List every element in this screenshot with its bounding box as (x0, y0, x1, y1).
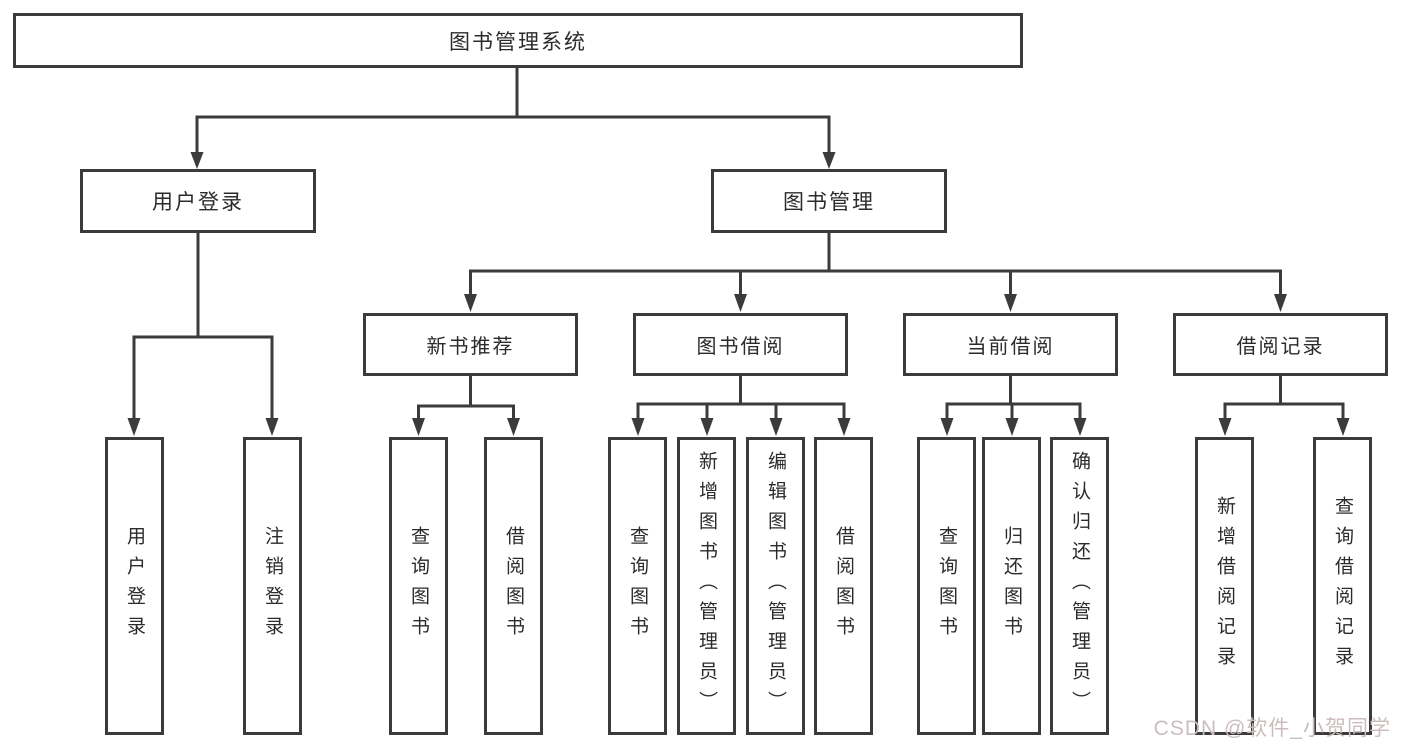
node-library-system: 图书管理系统 (13, 13, 1023, 68)
leaf-query-books-borrow: 查询图书 (608, 437, 667, 735)
leaf-add-borrow-record: 新增借阅记录 (1195, 437, 1254, 735)
leaf-logout: 注销登录 (243, 437, 302, 735)
leaf-query-borrow-record: 查询借阅记录 (1313, 437, 1372, 735)
node-user-login: 用户登录 (80, 169, 316, 233)
leaf-user-login: 用户登录 (105, 437, 164, 735)
leaf-confirm-return-admin: 确认归还（管理员） (1050, 437, 1109, 735)
node-current-borrow: 当前借阅 (903, 313, 1118, 376)
leaf-label: 编辑图书（管理员） (765, 451, 786, 721)
leaf-label: 查询图书 (408, 526, 429, 646)
leaf-label: 新增图书（管理员） (696, 451, 717, 721)
leaf-label: 注销登录 (262, 526, 283, 646)
leaf-add-book-admin: 新增图书（管理员） (677, 437, 736, 735)
leaf-edit-book-admin: 编辑图书（管理员） (746, 437, 805, 735)
leaf-query-books-current: 查询图书 (917, 437, 976, 735)
leaf-label: 归还图书 (1001, 526, 1022, 646)
leaf-label: 用户登录 (124, 526, 145, 646)
leaf-label: 查询图书 (627, 526, 648, 646)
leaf-label: 查询借阅记录 (1332, 496, 1353, 676)
leaf-label: 借阅图书 (833, 526, 854, 646)
leaf-query-books-recommend: 查询图书 (389, 437, 448, 735)
leaf-return-book: 归还图书 (982, 437, 1041, 735)
leaf-borrow-books-recommend: 借阅图书 (484, 437, 543, 735)
node-book-borrow: 图书借阅 (633, 313, 848, 376)
leaf-label: 确认归还（管理员） (1069, 451, 1090, 721)
leaf-label: 新增借阅记录 (1214, 496, 1235, 676)
node-borrow-records: 借阅记录 (1173, 313, 1388, 376)
node-book-management: 图书管理 (711, 169, 947, 233)
leaf-borrow-books: 借阅图书 (814, 437, 873, 735)
watermark: CSDN @软件_小贺同学 (1153, 717, 1391, 740)
leaf-label: 查询图书 (936, 526, 957, 646)
leaf-label: 借阅图书 (503, 526, 524, 646)
node-new-book-recommend: 新书推荐 (363, 313, 578, 376)
